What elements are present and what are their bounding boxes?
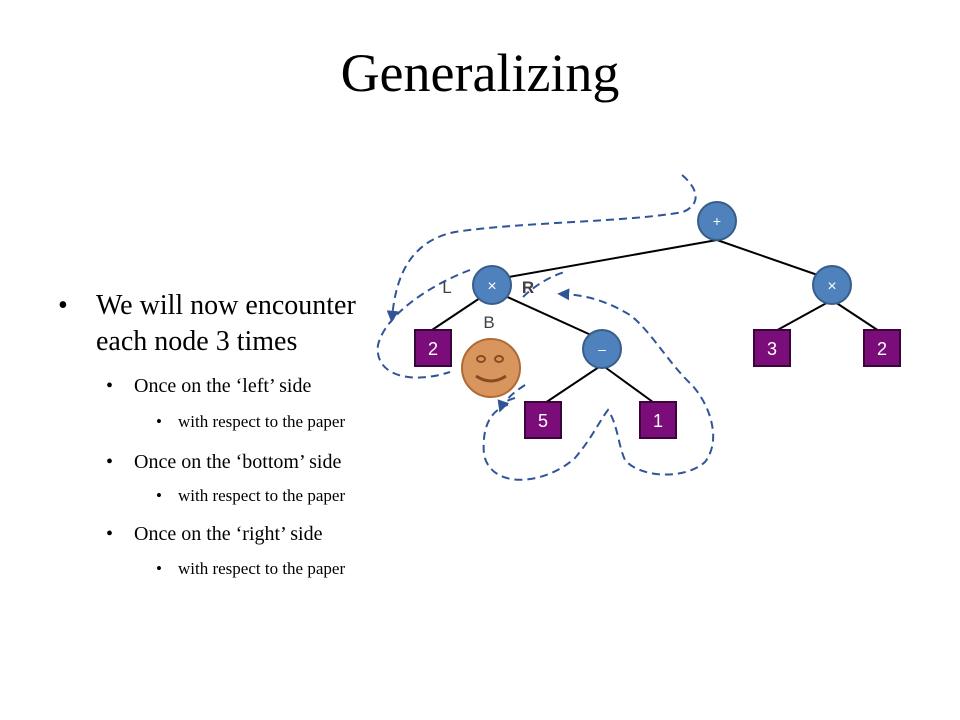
bullet-text: with respect to the paper <box>178 559 346 578</box>
svg-text:3: 3 <box>767 339 777 359</box>
node-left-multiply: × <box>472 265 512 305</box>
node-root: + <box>697 201 737 241</box>
edge-root-left <box>491 239 718 281</box>
slide-title: Generalizing <box>340 43 620 103</box>
edge-right-2 <box>831 299 883 334</box>
path-root-arc <box>386 174 697 323</box>
leaf-5: 5 <box>524 401 562 439</box>
svg-text:×: × <box>487 278 496 295</box>
svg-text:2: 2 <box>877 339 887 359</box>
bullet-text: with respect to the paper <box>178 412 346 431</box>
label-right: R <box>522 278 534 297</box>
svg-text:2: 2 <box>428 339 438 359</box>
smiley-face-icon <box>461 338 521 398</box>
leaf-3: 3 <box>753 329 791 367</box>
label-left: L <box>442 278 451 297</box>
path-right-stub <box>522 271 566 298</box>
leaf-1: 1 <box>639 401 677 439</box>
bullet-dot-icon: • <box>58 290 68 321</box>
path-bottom-stub <box>497 397 516 413</box>
node-right-multiply: × <box>812 265 852 305</box>
bullet-text: Once on the ‘left’ side <box>134 375 312 397</box>
leaf-2-left: 2 <box>414 329 452 367</box>
svg-text:5: 5 <box>538 411 548 431</box>
bullet-text: Once on the ‘right’ side <box>134 523 323 545</box>
edge-root-right <box>716 239 833 281</box>
path-minus-loop <box>482 288 715 481</box>
traversal-path <box>376 174 715 481</box>
bullet-dot-icon: • <box>106 523 114 545</box>
bullet-text: with respect to the paper <box>178 486 346 505</box>
bullet-text: Once on the ‘bottom’ side <box>134 451 342 473</box>
bullet-dot-icon: • <box>106 375 114 397</box>
svg-text:–: – <box>598 341 606 357</box>
edge-minus-5 <box>541 364 603 406</box>
svg-text:+: + <box>713 213 721 229</box>
label-bottom: B <box>483 313 494 332</box>
svg-text:1: 1 <box>653 411 663 431</box>
node-minus: – <box>582 329 622 369</box>
edge-right-3 <box>771 299 833 334</box>
edge-left-minus <box>491 289 603 341</box>
tree-edges <box>431 239 883 406</box>
bullet-dot-icon: • <box>156 486 162 505</box>
path-left-arc <box>376 269 471 379</box>
bullet-dot-icon: • <box>156 412 162 431</box>
edge-minus-1 <box>601 364 658 406</box>
bullet-dot-icon: • <box>106 451 114 473</box>
bullet-text: We will now encounter each node 3 times <box>96 290 356 357</box>
bullet-dot-icon: • <box>156 559 162 578</box>
svg-text:×: × <box>827 278 836 295</box>
leaf-2-right: 2 <box>863 329 901 367</box>
